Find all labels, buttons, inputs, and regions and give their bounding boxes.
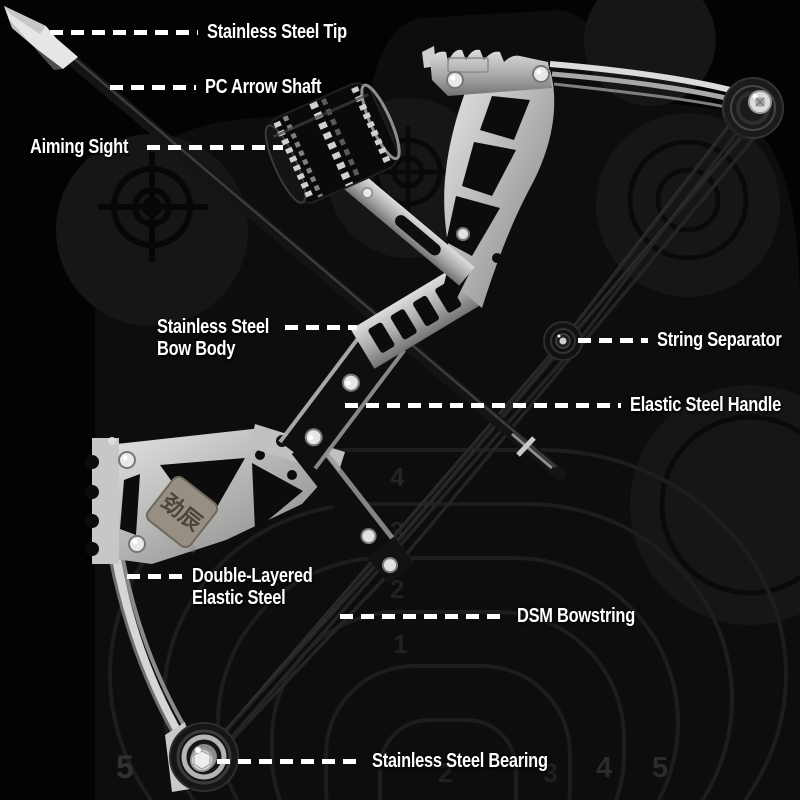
upper-limb <box>422 46 753 114</box>
sight-drum <box>264 82 401 204</box>
crosshair-ring-left <box>98 152 208 262</box>
svg-text:5: 5 <box>652 752 668 784</box>
callout-string-separator: String Separator <box>578 330 800 351</box>
aiming-sight <box>264 82 475 286</box>
lower-limb-assembly: 劲辰 ® <box>85 424 345 792</box>
svg-text:4: 4 <box>596 752 612 784</box>
callout-dash-line <box>578 338 648 343</box>
callout-label: Elastic Steel Handle <box>630 394 781 416</box>
callout-label-line2: Elastic Steel <box>192 587 286 609</box>
cable-anchor-bar <box>291 435 416 585</box>
string-separator-disc <box>543 321 583 361</box>
callout-aiming-sight: Aiming Sight <box>30 137 283 158</box>
svg-text:2: 2 <box>390 574 404 604</box>
sight-bracket <box>344 170 475 286</box>
callout-stainless-steel-tip: Stainless Steel Tip <box>50 22 378 43</box>
svg-text:4: 4 <box>390 462 405 492</box>
callout-label: String Separator <box>657 329 782 351</box>
callout-dash-line <box>345 403 621 408</box>
callout-double-layered-elastic-steel: Double-Layered Elastic Steel <box>127 566 339 609</box>
bracket-serrations <box>85 455 99 556</box>
svg-text:2: 2 <box>438 758 453 788</box>
top-cam <box>722 77 784 140</box>
lower-limb-blade <box>111 555 185 741</box>
svg-text:1: 1 <box>393 629 407 659</box>
svg-text:5: 5 <box>116 749 134 785</box>
callout-dash-line <box>146 145 283 150</box>
callout-label: Aiming Sight <box>30 136 129 158</box>
callout-dash-line <box>217 759 363 764</box>
crosshair-ring-center <box>362 126 454 218</box>
rings-right <box>627 139 800 596</box>
callout-label: Stainless Steel Tip <box>207 21 347 43</box>
callout-label: Stainless Steel Bearing <box>372 750 548 772</box>
callout-dash-line <box>50 30 198 35</box>
callout-label-line1: Double-Layered <box>192 565 313 587</box>
callout-pc-arrow-shaft: PC Arrow Shaft <box>110 77 347 98</box>
callout-stainless-steel-bearing: Stainless Steel Bearing <box>217 751 586 772</box>
callout-dash-line <box>284 325 357 330</box>
callout-elastic-steel-handle: Elastic Steel Handle <box>345 395 800 416</box>
arrow-tip <box>4 6 78 70</box>
riser <box>278 62 555 585</box>
svg-text:3: 3 <box>543 758 558 788</box>
brand-logo-plate: 劲辰 ® <box>145 475 219 556</box>
callout-dsm-bowstring: DSM Bowstring <box>340 606 661 627</box>
grip <box>278 322 406 470</box>
callout-label: PC Arrow Shaft <box>205 76 322 98</box>
callout-dash-line <box>340 614 508 619</box>
callout-bow-body: Stainless Steel Bow Body <box>157 317 357 360</box>
callout-label: DSM Bowstring <box>517 605 635 627</box>
bottom-cam-bearing <box>169 722 239 792</box>
callout-dash-line <box>110 85 196 90</box>
callout-dash-line <box>127 574 183 579</box>
callout-label-line1: Stainless Steel <box>157 316 270 338</box>
callout-label-line2: Bow Body <box>157 338 236 360</box>
